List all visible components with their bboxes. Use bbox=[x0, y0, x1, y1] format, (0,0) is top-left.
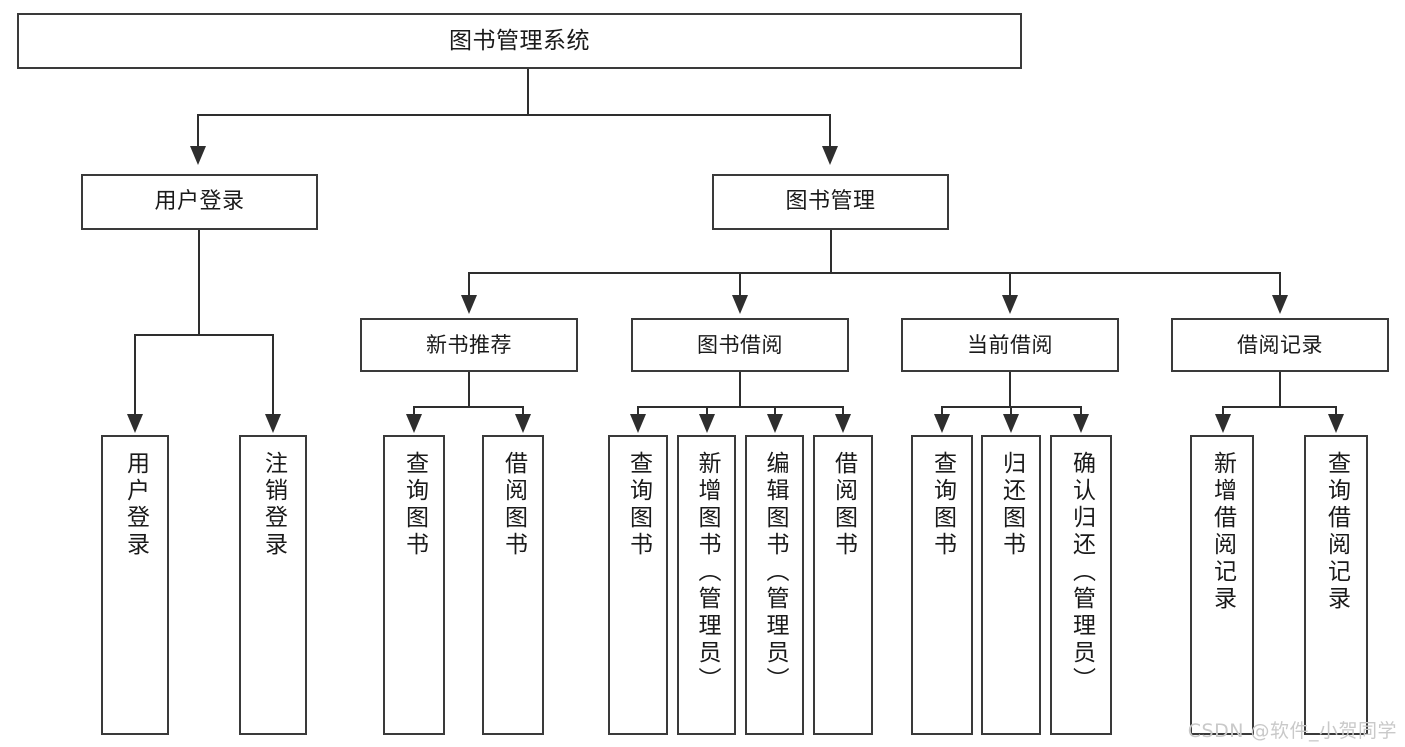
watermark: CSDN @软件_小贺同学 bbox=[1187, 720, 1397, 742]
connector-bus-book-borrow bbox=[637, 406, 844, 408]
connector-drop-current-borrow-0 bbox=[941, 406, 943, 416]
arrow-level2-1 bbox=[732, 295, 748, 314]
node-book-borrow[interactable]: 图书借阅 bbox=[631, 318, 849, 372]
node-label: 用户登录 bbox=[154, 189, 245, 215]
node-new-book-recommend[interactable]: 新书推荐 bbox=[360, 318, 578, 372]
connector-drop-user-login bbox=[197, 114, 199, 148]
leaf-current-borrow-return[interactable]: 归还图书 bbox=[981, 435, 1041, 735]
leaf-label: 编辑图书（管理员） bbox=[762, 451, 788, 694]
connector-stem-book-borrow bbox=[739, 372, 741, 408]
connector-bus-level2 bbox=[468, 272, 1280, 274]
node-current-borrow[interactable]: 当前借阅 bbox=[901, 318, 1119, 372]
node-user-login[interactable]: 用户登录 bbox=[81, 174, 318, 230]
leaf-book-borrow-add[interactable]: 新增图书（管理员） bbox=[677, 435, 736, 735]
connector-bus-new-book bbox=[413, 406, 524, 408]
leaf-user-login-login[interactable]: 用户登录 bbox=[101, 435, 169, 735]
leaf-current-borrow-query[interactable]: 查询图书 bbox=[911, 435, 973, 735]
leaf-label: 借阅图书 bbox=[500, 451, 527, 559]
connector-drop-leaf-user-login-1 bbox=[272, 334, 274, 416]
connector-drop-book-manage bbox=[829, 114, 831, 148]
arrow-current-borrow-1 bbox=[1003, 414, 1019, 433]
connector-bus-borrow-record bbox=[1222, 406, 1337, 408]
leaf-book-borrow-borrow[interactable]: 借阅图书 bbox=[813, 435, 873, 735]
connector-drop-borrow-record-0 bbox=[1222, 406, 1224, 416]
leaf-book-borrow-edit[interactable]: 编辑图书（管理员） bbox=[745, 435, 804, 735]
leaf-label: 查询图书 bbox=[625, 451, 652, 559]
arrow-level2-0 bbox=[461, 295, 477, 314]
arrow-borrow-record-0 bbox=[1215, 414, 1231, 433]
connector-drop-leaf-user-login-0 bbox=[134, 334, 136, 416]
connector-stem-new-book bbox=[468, 372, 470, 408]
arrow-book-borrow-1 bbox=[699, 414, 715, 433]
leaf-label: 新增借阅记录 bbox=[1209, 451, 1236, 613]
arrow-book-borrow-2 bbox=[767, 414, 783, 433]
node-label: 借阅记录 bbox=[1237, 332, 1323, 357]
connector-drop-level2-0 bbox=[468, 272, 470, 297]
leaf-current-borrow-confirm[interactable]: 确认归还（管理员） bbox=[1050, 435, 1112, 735]
connector-level1-bus bbox=[197, 114, 831, 116]
node-book-manage[interactable]: 图书管理 bbox=[712, 174, 949, 230]
connector-drop-borrow-record-1 bbox=[1335, 406, 1337, 416]
arrow-new-book-1 bbox=[515, 414, 531, 433]
arrow-level2-3 bbox=[1272, 295, 1288, 314]
arrow-user-login bbox=[190, 146, 206, 165]
arrow-current-borrow-0 bbox=[934, 414, 950, 433]
leaf-user-login-logout[interactable]: 注销登录 bbox=[239, 435, 307, 735]
connector-stem-borrow-record bbox=[1279, 372, 1281, 408]
arrow-current-borrow-2 bbox=[1073, 414, 1089, 433]
leaf-label: 查询借阅记录 bbox=[1323, 451, 1350, 613]
node-root-system[interactable]: 图书管理系统 bbox=[17, 13, 1022, 69]
connector-drop-book-borrow-1 bbox=[706, 406, 708, 416]
connector-drop-book-borrow-2 bbox=[774, 406, 776, 416]
arrow-book-borrow-0 bbox=[630, 414, 646, 433]
leaf-label: 注销登录 bbox=[260, 451, 287, 559]
node-label: 图书管理系统 bbox=[449, 27, 590, 54]
connector-drop-current-borrow-2 bbox=[1080, 406, 1082, 416]
leaf-new-book-borrow[interactable]: 借阅图书 bbox=[482, 435, 544, 735]
leaf-label: 新增图书（管理员） bbox=[694, 451, 720, 694]
connector-drop-level2-1 bbox=[739, 272, 741, 297]
connector-stem-book-manage bbox=[830, 230, 832, 273]
connector-drop-new-book-0 bbox=[413, 406, 415, 416]
arrow-book-manage bbox=[822, 146, 838, 165]
connector-stem-current-borrow bbox=[1009, 372, 1011, 408]
connector-drop-current-borrow-1 bbox=[1010, 406, 1012, 416]
leaf-new-book-query[interactable]: 查询图书 bbox=[383, 435, 445, 735]
arrow-borrow-record-1 bbox=[1328, 414, 1344, 433]
connector-bus-user-login bbox=[134, 334, 274, 336]
arrow-new-book-0 bbox=[406, 414, 422, 433]
connector-root-stem bbox=[527, 69, 529, 115]
arrow-leaf-user-login-0 bbox=[127, 414, 143, 433]
arrow-book-borrow-3 bbox=[835, 414, 851, 433]
node-label: 图书管理 bbox=[785, 189, 876, 215]
node-label: 当前借阅 bbox=[967, 332, 1053, 357]
node-label: 新书推荐 bbox=[426, 332, 512, 357]
leaf-label: 用户登录 bbox=[122, 451, 149, 559]
connector-drop-new-book-1 bbox=[522, 406, 524, 416]
connector-drop-level2-2 bbox=[1009, 272, 1011, 297]
leaf-label: 确认归还（管理员） bbox=[1068, 451, 1095, 694]
node-label: 图书借阅 bbox=[697, 332, 783, 357]
leaf-label: 归还图书 bbox=[998, 451, 1025, 559]
connector-stem-user-login bbox=[198, 230, 200, 335]
leaf-book-borrow-query[interactable]: 查询图书 bbox=[608, 435, 668, 735]
connector-drop-level2-3 bbox=[1279, 272, 1281, 297]
connector-drop-book-borrow-3 bbox=[842, 406, 844, 416]
leaf-label: 查询图书 bbox=[929, 451, 956, 559]
leaf-borrow-record-add[interactable]: 新增借阅记录 bbox=[1190, 435, 1254, 735]
leaf-borrow-record-query[interactable]: 查询借阅记录 bbox=[1304, 435, 1368, 735]
arrow-level2-2 bbox=[1002, 295, 1018, 314]
connector-drop-book-borrow-0 bbox=[637, 406, 639, 416]
arrow-leaf-user-login-1 bbox=[265, 414, 281, 433]
leaf-label: 查询图书 bbox=[401, 451, 428, 559]
leaf-label: 借阅图书 bbox=[830, 451, 857, 559]
node-borrow-record[interactable]: 借阅记录 bbox=[1171, 318, 1389, 372]
